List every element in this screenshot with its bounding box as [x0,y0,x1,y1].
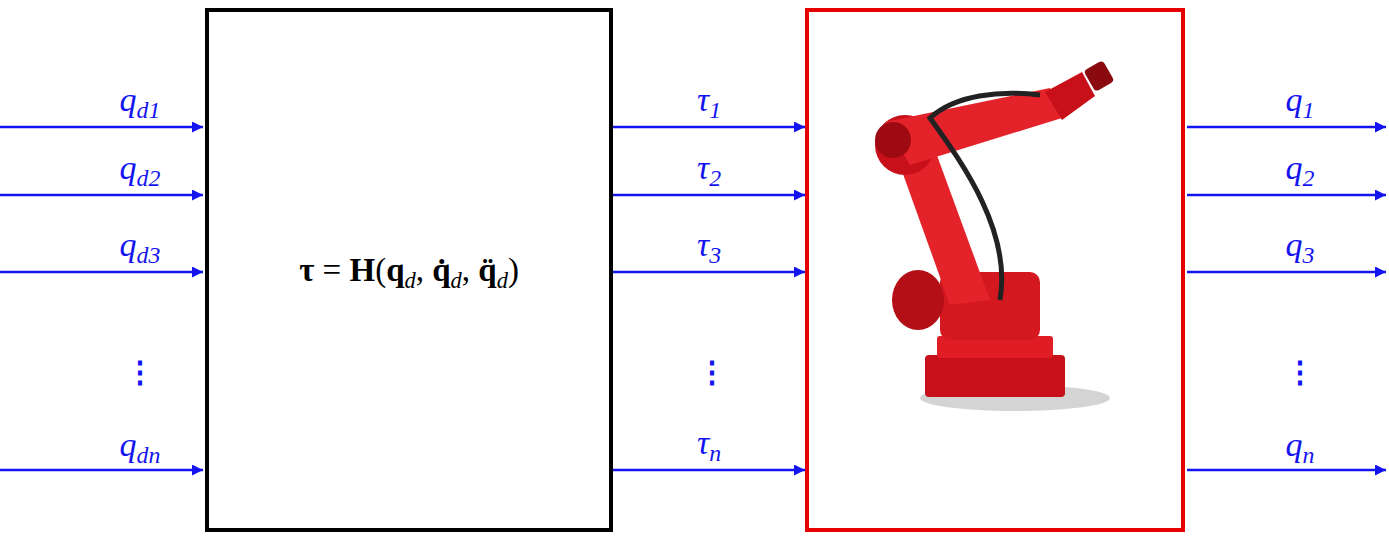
torque-arrow [613,126,805,129]
robot-cable [930,93,1040,300]
formula-glyph [341,252,349,288]
symbol-subscript: 3 [1303,242,1315,268]
symbol-base: q [1286,426,1303,463]
signal-name: q2 [1286,151,1315,185]
symbol-subscript: dn [137,442,161,468]
control-law: τ = H(qd, q̇d, q̈d) [299,252,519,289]
symbol-base: τ [697,424,709,461]
output-arrow [1187,126,1386,129]
symbol-subscript: 3 [709,242,721,268]
formula-glyph: ) [508,252,519,288]
formula-glyph: H [349,252,375,288]
symbol-base: q [1286,226,1303,263]
robot-plant-box [805,8,1185,532]
input-arrow [0,126,203,129]
torque-name: τ1 [697,83,721,117]
robot-wrist [1045,72,1095,120]
torque-name: τ2 [697,151,721,185]
symbol-base: q [1286,149,1303,186]
formula-glyph [424,252,432,288]
symbol-subscript: d3 [137,242,161,268]
formula-glyph: , [462,252,470,288]
signal-name: qdn [120,428,161,462]
torque-arrow [613,469,805,472]
symbol-base: τ [697,226,709,263]
formula-glyph: d [451,267,462,292]
controller-box: τ = H(qd, q̇d, q̈d) [205,8,613,532]
symbol-subscript: 1 [1303,97,1315,123]
signal-name: qd2 [120,151,161,185]
output-arrow [1187,469,1386,472]
symbol-subscript: 2 [709,165,721,191]
formula-glyph: q [386,252,404,288]
formula-glyph: τ [299,252,314,288]
symbol-base: q [120,81,137,118]
symbol-subscript: d1 [137,97,161,123]
symbol-base: q [1286,81,1303,118]
torque-arrow [613,194,805,197]
robot-motor [892,270,944,330]
formula-glyph: q̈ [478,252,496,288]
symbol-subscript: d2 [137,165,161,191]
signal-name: qn [1286,428,1315,462]
ellipsis-dots: ⋮ [1285,357,1315,387]
symbol-base: q [120,149,137,186]
symbol-base: q [120,426,137,463]
symbol-base: q [120,226,137,263]
formula-glyph: , [416,252,424,288]
output-arrow [1187,271,1386,274]
symbol-subscript: n [709,440,721,466]
formula-glyph [314,252,322,288]
formula-glyph: d [497,267,508,292]
torque-arrow [613,271,805,274]
symbol-base: τ [697,81,709,118]
symbol-base: τ [697,149,709,186]
input-arrow [0,194,203,197]
torque-name: τn [697,426,721,460]
formula-glyph [470,252,478,288]
input-arrow [0,469,203,472]
robot-tool [1083,60,1114,92]
input-arrow [0,271,203,274]
signal-name: q1 [1286,83,1315,117]
signal-name: qd1 [120,83,161,117]
output-arrow [1187,194,1386,197]
torque-name: τ3 [697,228,721,262]
formula-glyph: d [405,267,416,292]
symbol-subscript: 2 [1303,165,1315,191]
symbol-subscript: 1 [709,97,721,123]
signal-name: qd3 [120,228,161,262]
signal-name: q3 [1286,228,1315,262]
symbol-subscript: n [1303,442,1315,468]
formula-glyph: ( [375,252,386,288]
ellipsis-dots: ⋮ [697,357,727,387]
formula-glyph: = [323,252,342,288]
robot-base [925,355,1065,397]
formula-glyph: q̇ [432,252,450,288]
ellipsis-dots: ⋮ [125,357,155,387]
robot-elbow-motor [875,122,911,158]
